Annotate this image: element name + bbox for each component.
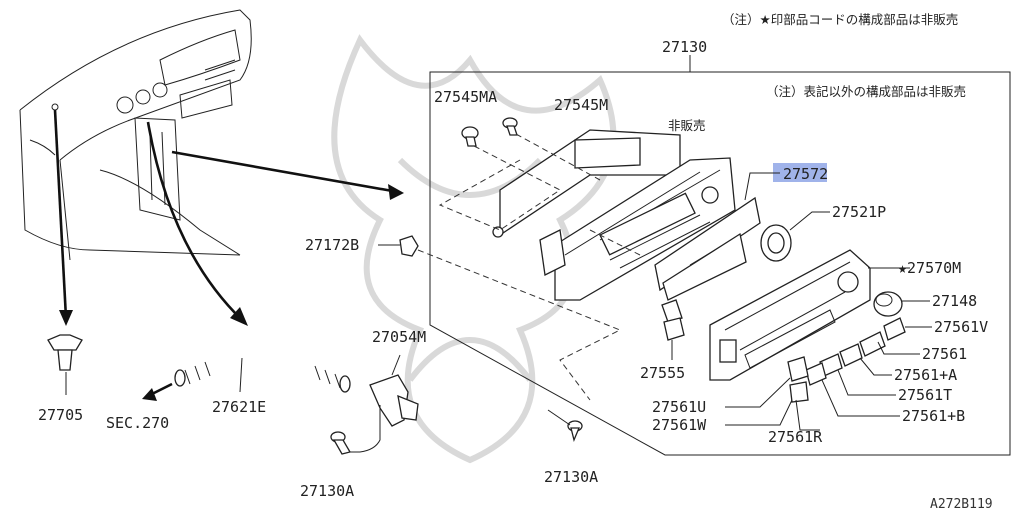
label-27148[interactable]: 27148 (932, 292, 977, 310)
label-27521P[interactable]: 27521P (832, 203, 886, 221)
label-27545M[interactable]: 27545M (554, 96, 608, 114)
aspirator-27054M (369, 354, 419, 427)
knob-ring-27521P (760, 224, 792, 262)
label-27561W[interactable]: 27561W (652, 416, 707, 434)
label-sec-270[interactable]: SEC.270 (106, 414, 169, 432)
screws-27130A (330, 409, 583, 455)
label-27555[interactable]: 27555 (640, 364, 685, 382)
leader-lines (65, 172, 932, 431)
indicator-arrows (53, 109, 404, 401)
note-other-parts: （注）表記以外の構成部品は非販売 (766, 84, 966, 99)
label-27561T[interactable]: 27561T (898, 386, 952, 404)
label-27130A-right[interactable]: 27130A (544, 468, 598, 486)
label-27172B[interactable]: 27172B (305, 236, 359, 254)
label-27561U[interactable]: 27561U (652, 398, 706, 416)
label-27570M[interactable]: ★27570M (898, 259, 961, 277)
duct-hose-27621E (174, 351, 351, 393)
label-27130A-left[interactable]: 27130A (300, 482, 354, 500)
label-27572[interactable]: 27572 (783, 165, 828, 183)
front-panel-27570M (709, 249, 871, 381)
label-27621E[interactable]: 27621E (212, 398, 266, 416)
button-caps (661, 299, 906, 403)
label-27130[interactable]: 27130 (662, 38, 707, 56)
label-27545MA[interactable]: 27545MA (434, 88, 497, 106)
harness-lead (345, 405, 381, 453)
clip-27172B (399, 235, 419, 257)
label-27054M[interactable]: 27054M (372, 328, 426, 346)
dashboard-sketch (19, 9, 252, 261)
grommet-27705 (47, 334, 83, 371)
label-27705[interactable]: 27705 (38, 406, 83, 424)
label-not-sold: 非販売 (668, 118, 706, 133)
text-labels: （注）★印部品コードの構成部品は非販売 （注）表記以外の構成部品は非販売 非販売… (38, 12, 993, 511)
display-lens-27572 (654, 196, 761, 301)
label-27561-B[interactable]: 27561+B (902, 407, 965, 425)
control-unit-body (492, 129, 736, 301)
label-27561[interactable]: 27561 (922, 345, 967, 363)
label-27561-A[interactable]: 27561+A (894, 366, 957, 384)
assembly-boundary (429, 71, 1011, 456)
label-27561V[interactable]: 27561V (934, 318, 988, 336)
knob-27148 (873, 291, 903, 317)
highlight-27572 (773, 163, 827, 182)
figure-code: A272B119 (930, 497, 993, 511)
note-star-parts: （注）★印部品コードの構成部品は非販売 (722, 12, 958, 27)
screws-27545 (461, 117, 518, 147)
dashed-guide-lines (417, 133, 641, 401)
label-27561R[interactable]: 27561R (768, 428, 823, 446)
